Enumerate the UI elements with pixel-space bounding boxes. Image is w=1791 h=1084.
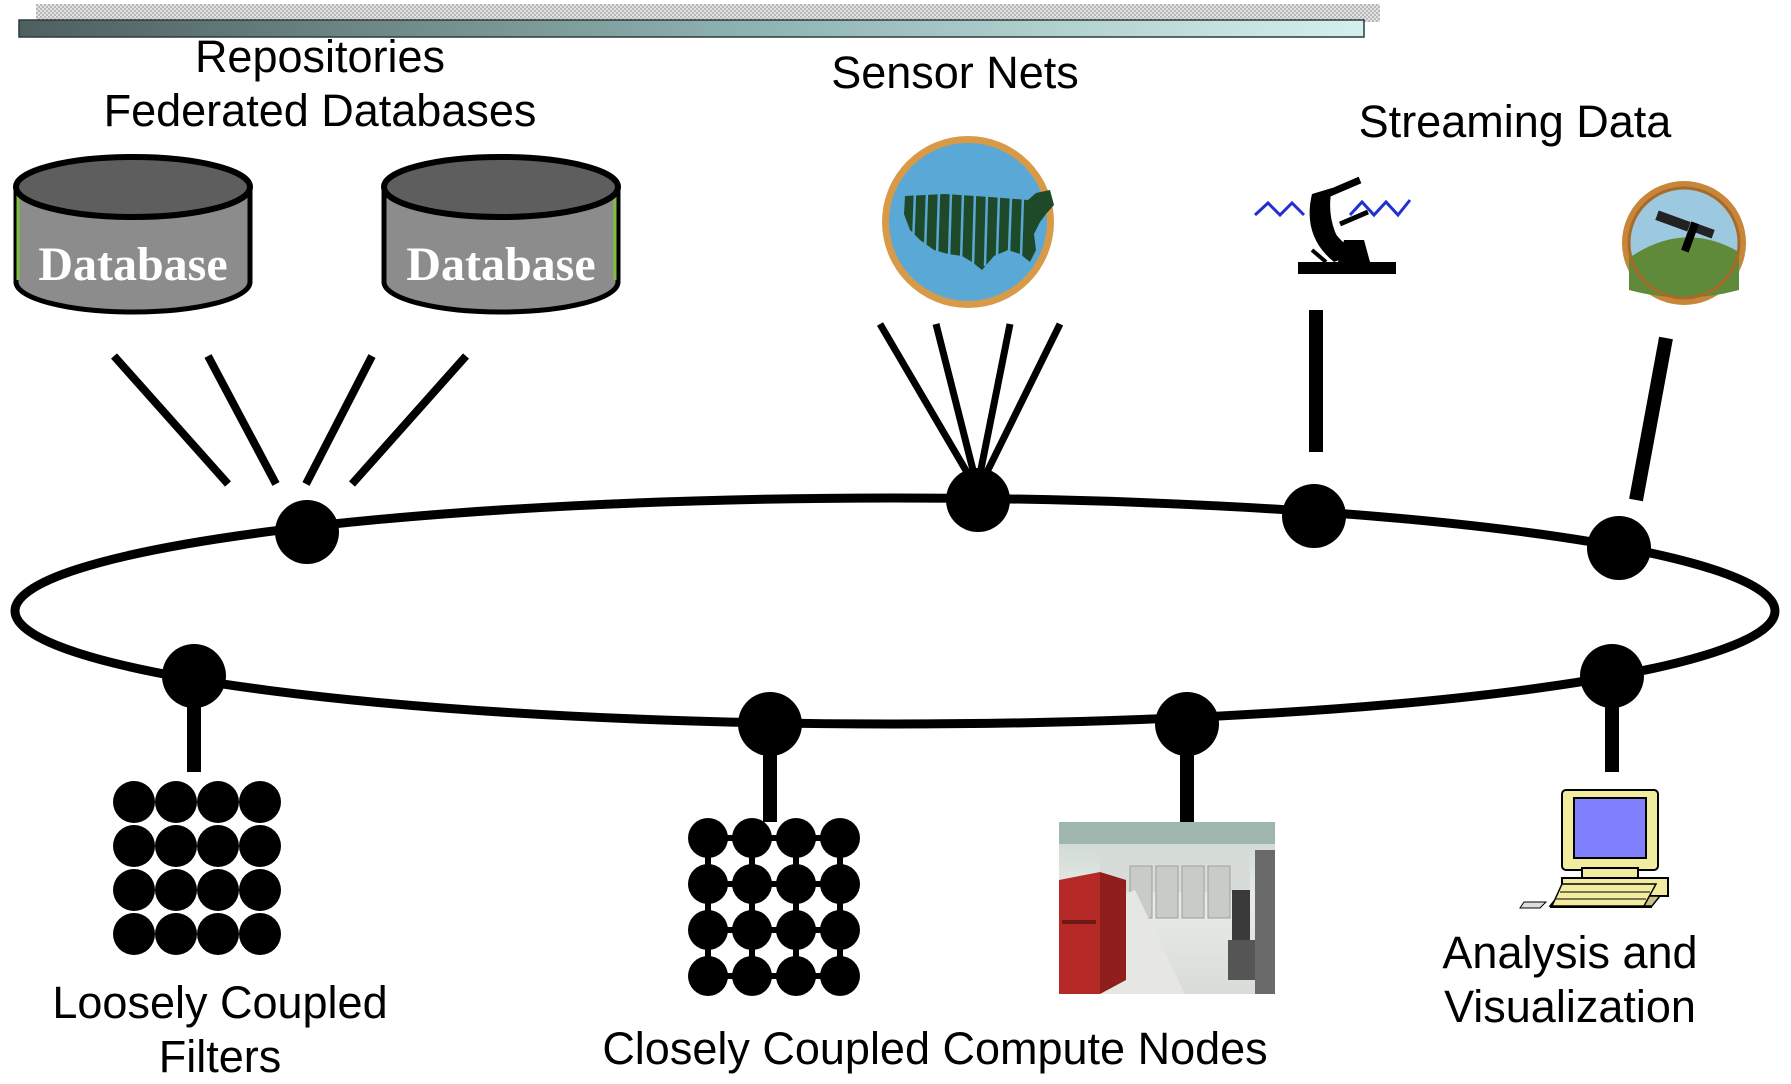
ring-nodes (162, 468, 1651, 756)
analysis-line-2: Visualization (1444, 981, 1696, 1032)
analysis-line-1: Analysis and (1442, 927, 1698, 978)
database-icon: Database (381, 154, 621, 315)
ring-node (1580, 644, 1644, 708)
ring-node (162, 644, 226, 708)
ring-node (275, 500, 339, 564)
database-label: Database (38, 238, 227, 291)
network-ring (10, 493, 1780, 729)
computer-icon (1519, 789, 1669, 909)
loosely-coupled-line-1: Loosely Coupled (52, 977, 388, 1028)
satellite-dish-icon (1253, 176, 1412, 274)
ring-node (1155, 692, 1219, 756)
bottom-connectors (187, 674, 1619, 822)
node-grid-icon (113, 781, 281, 955)
streaming-data-label: Streaming Data (1358, 96, 1672, 147)
repositories-line-1: Repositories (194, 31, 446, 82)
satellite-icon (1622, 181, 1746, 305)
usa-map-icon (882, 136, 1054, 308)
analysis-label: Analysis and Visualization (1400, 926, 1740, 1034)
closely-coupled-label: Closely Coupled Compute Nodes (602, 1023, 1268, 1074)
streaming-connectors (1309, 310, 1673, 502)
database-label: Database (406, 238, 595, 291)
ring-node (738, 692, 802, 756)
machine-room-photo (1059, 822, 1275, 994)
sensor-connectors (876, 322, 1064, 476)
connected-node-grid-icon (688, 818, 860, 996)
repositories-label: Repositories Federated Databases (60, 30, 580, 138)
ring-node (1282, 484, 1346, 548)
ring-node (1587, 516, 1651, 580)
decorative-header-bar (18, 4, 1380, 38)
database-icon: Database (13, 154, 253, 315)
database-connectors (111, 353, 469, 487)
sensor-nets-label: Sensor Nets (831, 47, 1079, 98)
repositories-line-2: Federated Databases (103, 85, 537, 136)
ring-node (946, 468, 1010, 532)
loosely-coupled-label: Loosely Coupled Filters (30, 976, 410, 1084)
loosely-coupled-line-2: Filters (158, 1031, 282, 1082)
